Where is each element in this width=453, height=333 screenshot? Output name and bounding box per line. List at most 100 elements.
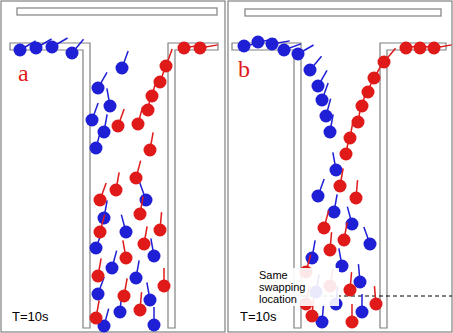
particle-dot [368, 72, 381, 85]
particle-dot [304, 64, 317, 77]
particle-dot [400, 42, 413, 55]
top-plate [17, 8, 217, 15]
particle [328, 194, 341, 218]
particle-dot [306, 310, 319, 323]
particle-dot [340, 148, 353, 161]
particle [66, 39, 84, 59]
particles [14, 36, 452, 333]
particle-dot [370, 298, 383, 311]
particle-dot [114, 306, 127, 319]
particle-dot [324, 126, 337, 139]
particle-dot [346, 316, 359, 329]
particle-dot [266, 38, 279, 51]
particle-dot [134, 208, 147, 221]
particle-dot [130, 172, 143, 185]
particle [346, 207, 359, 231]
particle-dot [142, 104, 155, 117]
particle [158, 268, 171, 293]
particle [142, 92, 155, 116]
particle-dot [130, 272, 143, 285]
particle [338, 222, 351, 246]
particle-dot [94, 226, 107, 239]
particle-dot [104, 100, 117, 113]
particle-dot [146, 90, 159, 103]
particle [320, 99, 333, 123]
particle-dot [94, 194, 107, 207]
particle-dot [344, 284, 357, 297]
particle [370, 286, 383, 310]
particle [144, 282, 157, 306]
particle [90, 131, 103, 155]
particle [154, 212, 167, 236]
particle-dot [356, 100, 369, 113]
channel-wall [10, 43, 90, 328]
particle [194, 42, 218, 55]
particle [104, 88, 117, 112]
particle [160, 49, 173, 72]
particle [120, 215, 133, 239]
particle-dot [362, 86, 375, 99]
particle [304, 56, 322, 76]
particle-dot [324, 244, 337, 257]
particle [334, 168, 347, 192]
particle [92, 258, 105, 282]
particle-dot [356, 306, 369, 319]
time-label: T=10s [12, 310, 49, 324]
particle-dot [154, 224, 167, 237]
particle-dot [14, 44, 27, 57]
particle [148, 307, 161, 332]
particle-dot [90, 242, 103, 255]
particle-dot [238, 40, 251, 53]
panel-border [1, 1, 225, 332]
particle-dot [118, 290, 131, 303]
particle-dot [116, 62, 129, 75]
particle-dot [148, 250, 161, 263]
particle [134, 292, 147, 316]
particle-dot [90, 142, 103, 155]
annotation: Same swapping location [257, 268, 339, 306]
particle [324, 232, 337, 256]
particle [146, 79, 159, 103]
particle [428, 42, 452, 55]
particle [340, 136, 353, 160]
panel-letter: a [18, 60, 29, 86]
particle [90, 300, 103, 324]
particle-dot [90, 312, 103, 325]
particle-dot [132, 118, 145, 131]
particle [364, 227, 377, 250]
particle [106, 251, 119, 275]
particle [118, 278, 131, 302]
particle-dot [30, 42, 43, 55]
particle [344, 120, 357, 144]
particle-dot [428, 42, 441, 55]
particle-dot [330, 164, 343, 177]
particle-dot [92, 270, 105, 283]
particle-dot [344, 132, 357, 145]
particle-dot [106, 262, 119, 275]
particle [306, 240, 319, 264]
particle-dot [414, 42, 427, 55]
particle-dot [364, 238, 377, 251]
particle-dot [328, 206, 341, 219]
particle [368, 62, 384, 84]
particle-dot [158, 280, 171, 293]
particle [292, 45, 314, 61]
particle [112, 109, 125, 132]
particle-dot [312, 190, 325, 203]
particle [346, 304, 359, 329]
particle-dot [46, 41, 59, 54]
particle [378, 48, 396, 68]
particle [134, 196, 147, 220]
particle-dot [66, 47, 79, 60]
particle [324, 114, 337, 138]
particle [94, 215, 107, 239]
particle-dot [134, 304, 147, 317]
particle [130, 161, 143, 185]
particle-dot [252, 36, 265, 49]
particle-dot [144, 144, 157, 157]
particle-dot [178, 42, 191, 55]
panel-letter: b [238, 56, 250, 82]
